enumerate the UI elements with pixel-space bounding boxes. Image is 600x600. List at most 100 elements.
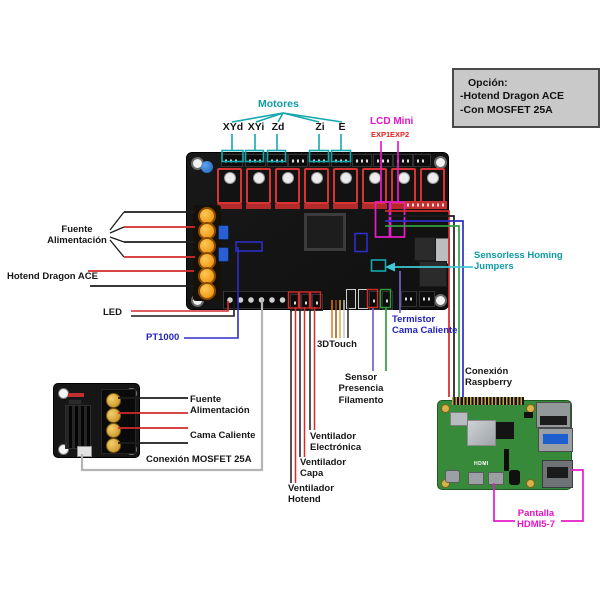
psu-label: Fuente Alimentación <box>47 224 107 247</box>
sensor-connector <box>382 291 393 310</box>
motor-connector-xyd <box>221 154 243 167</box>
mosfet-psu-label: Fuente Alimentación <box>190 394 250 417</box>
motor-connector-xyi <box>245 154 266 167</box>
mosfet-module <box>53 383 140 458</box>
motor-connector-e <box>331 154 351 167</box>
raspberry-pi-board: HDMI <box>437 397 573 490</box>
bed-thermistor-label: Termistor Cama Caliente <box>392 314 458 337</box>
ethernet-port <box>536 402 571 428</box>
driver-pins <box>304 204 329 209</box>
mosfet-heatsink <box>65 405 91 449</box>
psu-wires <box>109 211 195 258</box>
fan-wires <box>287 291 322 483</box>
fan-connector <box>301 294 312 311</box>
micro-hdmi-port-0 <box>468 472 484 485</box>
signal-connector <box>77 446 92 457</box>
option-box-title: Opción: <box>468 77 508 89</box>
usb3-port <box>538 428 573 452</box>
option-box-item: -Hotend Dragon ACE <box>460 90 565 103</box>
driver-pins <box>246 204 271 209</box>
mainboard-pcb <box>186 152 450 311</box>
audio-jack <box>509 470 520 485</box>
hdmi-silkscreen-text: HDMI <box>474 461 489 467</box>
motor-connector-zi <box>309 154 330 167</box>
motor-connector <box>393 154 413 167</box>
mosfet-connection-label: Conexión MOSFET 25A <box>146 454 252 465</box>
motor-label-xyd: XYd <box>222 121 244 133</box>
usb-c-power-port <box>445 470 460 483</box>
mount-hole <box>441 404 450 413</box>
gpio-header <box>452 397 524 405</box>
output-terminal-row <box>223 291 289 309</box>
mount-hole <box>58 444 69 455</box>
stepper-driver <box>275 168 300 204</box>
exp1-label: EXP1 <box>371 130 391 139</box>
hotend-wires <box>88 270 194 287</box>
sensor-connector <box>369 291 380 310</box>
aux-connector <box>401 291 417 307</box>
poe-header <box>524 412 533 418</box>
motor-connector-zd <box>267 154 288 167</box>
fuse <box>218 247 229 262</box>
motor-label-xyi: XYi <box>247 121 265 133</box>
cpu-chip <box>467 420 496 446</box>
fuse <box>218 225 229 240</box>
power-terminal-block <box>193 205 221 301</box>
stepper-driver <box>246 168 271 204</box>
fan-layer-label: Ventilador Capa <box>300 457 346 480</box>
terminal-screw <box>198 282 216 300</box>
mount-hole <box>526 479 535 488</box>
bltouch-label: 3DTouch <box>317 339 357 350</box>
motor-label-zd: Zd <box>271 121 285 133</box>
display-label: Pantalla HDMI5-7 <box>516 508 555 531</box>
raspberry-label: Conexión Raspberry <box>465 366 512 389</box>
pt1000-label: PT1000 <box>146 332 180 343</box>
motor-connector <box>373 154 393 167</box>
terminal-screw <box>106 438 121 453</box>
tft-header <box>405 201 447 209</box>
probe-connector <box>346 289 356 309</box>
stepper-driver <box>420 168 445 204</box>
mosfet-bed-label: Cama Caliente <box>190 430 256 441</box>
component-block <box>414 237 436 261</box>
probe-connector <box>358 289 368 309</box>
aux-connector <box>419 291 435 307</box>
fan-connector <box>312 294 323 311</box>
mcu-chip <box>304 213 346 251</box>
driver-pins <box>217 204 242 209</box>
stepper-driver <box>304 168 329 204</box>
hotend-label: Hotend Dragon ACE <box>7 271 98 282</box>
wifi-module <box>450 412 468 426</box>
micro-hdmi-port-1 <box>488 472 504 485</box>
motor-connector <box>413 154 431 167</box>
terminal-screw <box>106 423 121 438</box>
led-label: LED <box>103 307 122 318</box>
option-box: Opción: -Hotend Dragon ACE -Con MOSFET 2… <box>452 68 600 128</box>
stepper-driver <box>391 168 416 204</box>
fan-electronics-label: Ventilador Electrónica <box>310 431 362 454</box>
filament-sensor-label: Sensor Presencia Filamento <box>338 372 384 406</box>
lcd-mini-label: LCD Mini <box>370 116 414 127</box>
option-box-item: -Con MOSFET 25A <box>460 103 553 116</box>
stepper-driver <box>217 168 242 204</box>
driver-pins <box>333 204 358 209</box>
buzzer <box>201 161 213 173</box>
component-block <box>419 261 447 287</box>
terminal-screw <box>106 408 121 423</box>
motor-label-zi: Zi <box>315 121 325 133</box>
motor-connector <box>352 154 372 167</box>
driver-pins <box>275 204 300 209</box>
silkscreen-mark <box>68 393 84 397</box>
fan-hotend-label: Ventilador Hotend <box>288 483 334 506</box>
terminal-screw <box>106 393 121 408</box>
motor-connector <box>288 154 308 167</box>
mount-hole <box>434 294 447 307</box>
exp2-label: EXP2 <box>390 130 410 139</box>
sensorless-label: Sensorless Homing Jumpers <box>474 250 563 273</box>
motors-group-label: Motores <box>258 98 299 110</box>
usb2-port <box>542 460 573 488</box>
camera-connector <box>504 449 509 471</box>
driver-pins <box>362 204 387 209</box>
ram-chip <box>496 422 514 439</box>
